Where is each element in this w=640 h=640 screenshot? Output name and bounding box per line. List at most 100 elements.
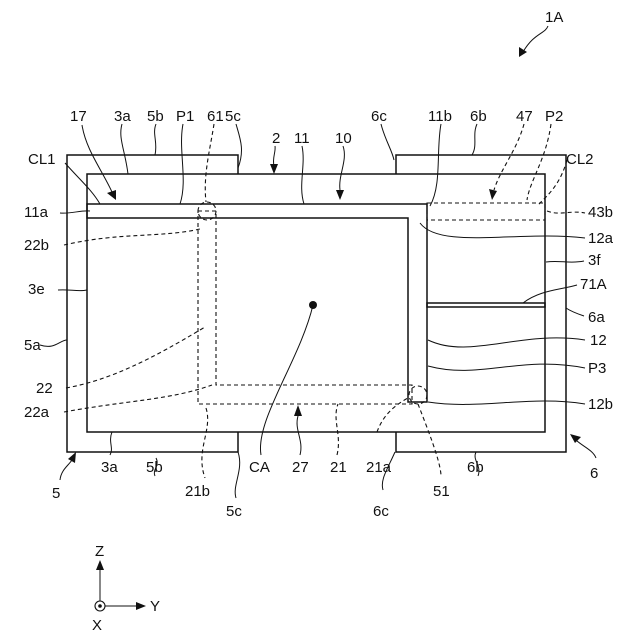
leader-P1 — [180, 124, 183, 204]
leader-5a — [40, 340, 67, 346]
label-5b-bot: 5b — [146, 459, 163, 476]
arrow-6 — [570, 434, 581, 443]
dashed-conductor-21-22 — [198, 211, 412, 404]
leader-3a-top — [121, 124, 128, 174]
arrow-2 — [270, 164, 278, 174]
conductor-11-12 — [87, 204, 427, 402]
label-3f: 3f — [588, 252, 601, 269]
leader-lines — [40, 124, 596, 498]
label-2: 2 — [272, 130, 280, 147]
label-5b-top: 5b — [147, 108, 164, 125]
leader-10 — [340, 146, 345, 190]
label-5c-top: 5c — [225, 108, 241, 125]
label-5a: 5a — [24, 337, 41, 354]
label-61: 61 — [207, 108, 224, 125]
leader-6b-top — [472, 124, 477, 155]
leader-CL2 — [538, 160, 567, 205]
y-axis-arrowhead — [136, 602, 146, 610]
label-CL1: CL1 — [28, 151, 56, 168]
label-21: 21 — [330, 459, 347, 476]
arrow-17 — [107, 190, 116, 200]
label-22a: 22a — [24, 404, 50, 421]
z-axis-arrowhead — [96, 560, 104, 570]
leader-5c-bot — [235, 452, 240, 498]
arrow-10 — [336, 190, 344, 200]
leader-51 — [418, 404, 441, 475]
label-3e: 3e — [28, 281, 45, 298]
leader-61 — [205, 124, 214, 202]
label-21b: 21b — [185, 483, 210, 500]
leader-6c-top — [381, 124, 394, 160]
leader-47 — [494, 124, 524, 190]
label-CA: CA — [249, 459, 270, 476]
axis-label-y: Y — [150, 598, 160, 615]
leader-5c-top — [236, 124, 242, 168]
arrow-5 — [68, 452, 76, 463]
label-CL2: CL2 — [566, 151, 594, 168]
label-P2: P2 — [545, 108, 563, 125]
leader-12 — [428, 338, 585, 347]
label-43b: 43b — [588, 204, 613, 221]
leader-P3 — [428, 364, 585, 370]
label-17: 17 — [70, 108, 87, 125]
leader-5 — [60, 460, 72, 480]
label-3a-bot: 3a — [101, 459, 118, 476]
label-21a: 21a — [366, 459, 392, 476]
leader-6a — [566, 308, 584, 316]
label-3a-top: 3a — [114, 108, 131, 125]
conductor-71A — [427, 303, 545, 307]
label-51: 51 — [433, 483, 450, 500]
label-6c-bot: 6c — [373, 503, 389, 520]
label-6: 6 — [590, 465, 598, 482]
label-10: 10 — [335, 130, 352, 147]
figure-title: 1A — [545, 9, 563, 26]
label-P3: P3 — [588, 360, 606, 377]
title-pointer-line — [523, 26, 548, 52]
leader-22a — [64, 385, 212, 412]
label-12: 12 — [590, 332, 607, 349]
leader-12a — [420, 223, 585, 238]
arrow-47 — [489, 189, 497, 200]
leader-71A — [523, 285, 577, 303]
label-5c-bot: 5c — [226, 503, 242, 520]
label-6a: 6a — [588, 309, 605, 326]
label-22: 22 — [36, 380, 53, 397]
label-P1: P1 — [176, 108, 194, 125]
leader-5b-top — [155, 124, 156, 155]
leader-12b — [428, 401, 585, 404]
label-11b: 11b — [428, 108, 452, 125]
label-71A: 71A — [580, 276, 607, 293]
arrow-27 — [294, 405, 302, 416]
reference-labels: 17 3a 5b P1 61 5c 2 11 10 6c 11b 6b 47 P… — [24, 108, 614, 520]
dashed-conductor-47 — [427, 203, 545, 220]
leader-21 — [336, 404, 338, 455]
leader-2 — [273, 146, 275, 166]
label-11: 11 — [294, 130, 310, 147]
leader-11a — [60, 211, 90, 213]
axis-label-x: X — [92, 617, 102, 634]
x-axis-dot — [98, 604, 102, 608]
coordinate-axes: Z Y X — [92, 543, 160, 634]
leader-P2 — [527, 124, 551, 200]
axis-label-z: Z — [95, 543, 104, 560]
leader-11b — [430, 124, 441, 206]
label-6b-top: 6b — [470, 108, 487, 125]
leader-11 — [302, 146, 304, 204]
leader-CL1 — [65, 163, 100, 204]
label-5: 5 — [52, 485, 60, 502]
leader-3e — [58, 290, 87, 291]
label-11a: 11a — [24, 204, 49, 221]
label-12a: 12a — [588, 230, 614, 247]
leader-21a — [377, 398, 408, 432]
label-27: 27 — [292, 459, 309, 476]
label-22b: 22b — [24, 237, 49, 254]
label-12b: 12b — [588, 396, 613, 413]
label-6c-top: 6c — [371, 108, 387, 125]
leader-6 — [576, 440, 596, 458]
leader-22b — [64, 229, 200, 245]
leader-3f — [546, 261, 584, 262]
label-6b-bot: 6b — [467, 459, 484, 476]
leader-27 — [297, 416, 301, 455]
label-47: 47 — [516, 108, 533, 125]
